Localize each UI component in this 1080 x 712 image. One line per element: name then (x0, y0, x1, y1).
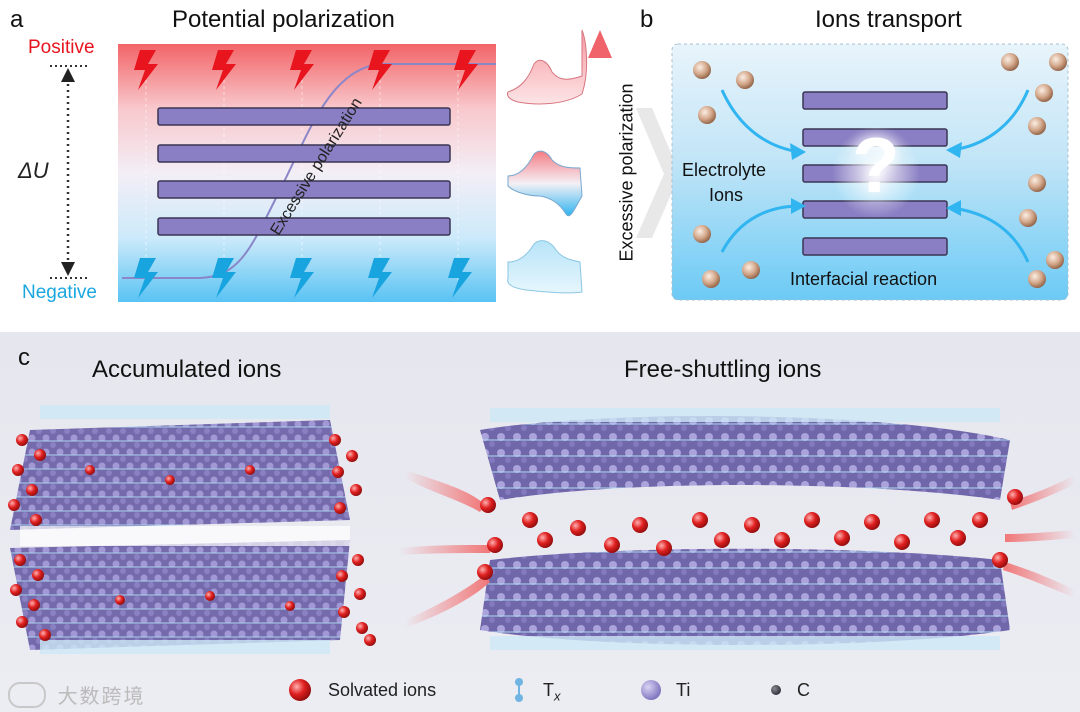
lightning-bolt-icon (368, 258, 392, 298)
ion-icon (693, 61, 711, 79)
lightning-bolt-icon (134, 50, 158, 90)
negative-label: Negative (22, 282, 97, 303)
ion-icon (693, 225, 711, 243)
watermark: 大数跨境 (8, 680, 146, 709)
ion-icon (1049, 53, 1067, 71)
excessive-polarization-arrow (588, 30, 612, 290)
legend-ti-label: Ti (676, 680, 691, 700)
watermark-logo-icon (8, 681, 46, 708)
curve-shape-middle (507, 150, 583, 217)
ion-icon (742, 261, 760, 279)
arrow-icon (951, 89, 1030, 152)
free-shuttling-stack (480, 408, 1010, 650)
panel-letter-b: b (640, 6, 654, 33)
electrolyte-label: Electrolyte (682, 160, 767, 180)
legend-solvated-label: Solvated ions (328, 680, 437, 700)
ion-icon (1035, 84, 1053, 102)
ion-icon (736, 71, 754, 89)
legend-tx-label: Tx (543, 680, 561, 704)
accumulated-title: Accumulated ions (92, 356, 282, 383)
accumulated-stack (10, 405, 350, 654)
chevron-right-icon (636, 108, 680, 238)
arrow-icon (951, 206, 1030, 263)
panel-b-title: Ions transport (815, 6, 962, 33)
lightning-bolt-icon (290, 258, 314, 298)
delta-u-label: ΔU (18, 158, 49, 183)
ion-icon (1028, 174, 1046, 192)
layer-sheet (157, 107, 451, 126)
lightning-bolt-icon (290, 50, 314, 90)
lightning-bolt-icon (368, 50, 392, 90)
positive-label: Positive (28, 37, 95, 58)
lightning-bolt-icon (448, 258, 472, 298)
c-legend-icon (771, 685, 781, 695)
question-mark: ? (852, 121, 900, 209)
layer-sheet (157, 180, 451, 199)
interfacial-reaction-label: Interfacial reaction (790, 269, 938, 289)
ion-icon (702, 270, 720, 288)
arrow-icon (720, 89, 801, 154)
layer-sheet (157, 217, 451, 236)
panel-a-title: Potential polarization (172, 6, 395, 33)
layer-sheet (157, 144, 451, 163)
ion-icon (1019, 209, 1037, 227)
solvated-ion-legend-icon (289, 679, 311, 701)
legend-c-label: C (797, 680, 810, 700)
panel-letter-a: a (10, 6, 24, 33)
free-shuttling-title: Free-shuttling ions (624, 356, 822, 383)
tx-legend-icon (515, 678, 523, 702)
panel-letter-c: c (18, 344, 30, 371)
ion-icon (1001, 53, 1019, 71)
ion-icon (1028, 117, 1046, 135)
lightning-bolt-icon (454, 50, 478, 90)
layer-sheet (802, 91, 948, 110)
ion-icon (1046, 251, 1064, 269)
ion-icon (698, 106, 716, 124)
curve-shape-top (507, 29, 588, 105)
layer-sheet (802, 237, 948, 256)
lightning-bolt-icon (212, 258, 236, 298)
lightning-bolt-icon (134, 258, 158, 298)
lightning-bolt-icon (212, 50, 236, 90)
ions-label: Ions (709, 185, 744, 205)
ti-legend-icon (641, 680, 661, 700)
ion-icon (1028, 270, 1046, 288)
curve-shape-bottom (507, 240, 583, 294)
arrow-icon (720, 204, 801, 253)
